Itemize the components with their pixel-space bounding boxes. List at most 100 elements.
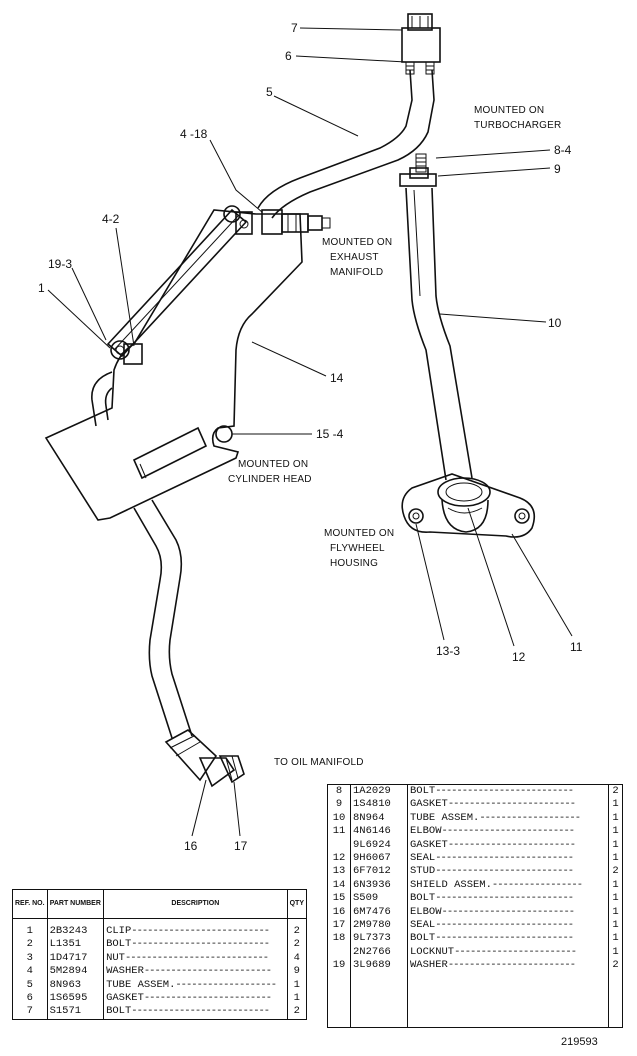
lower-tube bbox=[91, 371, 245, 788]
description-text: GASKET bbox=[410, 838, 448, 851]
note-exhaust-line2: EXHAUST bbox=[330, 252, 379, 263]
description-cell: ELBOW------------------------- bbox=[407, 825, 609, 839]
ref-cell: 12 bbox=[327, 852, 351, 866]
description-cell: GASKET------------------------ bbox=[407, 798, 609, 812]
part-number-cell: 9L7373 bbox=[350, 932, 408, 946]
description-text: WASHER bbox=[410, 959, 448, 972]
qty-cell: 2 bbox=[293, 925, 300, 937]
qty-cell: 1 bbox=[293, 992, 300, 1005]
ref-cell: 11 bbox=[327, 825, 351, 839]
callout-12: 12 bbox=[512, 650, 526, 664]
callouts: 7 6 5 4 -18 4-2 19-3 1 14 15 -4 8-4 9 10… bbox=[38, 21, 583, 853]
description-cell: TUBE ASSEM.------------------- bbox=[407, 811, 609, 826]
description-cell: BOLT-------------------------- bbox=[407, 784, 609, 799]
note-flywheel-line2: FLYWHEEL bbox=[330, 543, 385, 554]
description-text: SEAL bbox=[410, 852, 436, 865]
description-text: TUBE ASSEM. bbox=[410, 811, 480, 824]
note-exhaust-line3: MANIFOLD bbox=[330, 267, 383, 278]
description-text: SEAL bbox=[410, 919, 436, 932]
table-filler bbox=[327, 972, 623, 1028]
ref-cell: 18 bbox=[327, 932, 351, 946]
callout-7: 7 bbox=[291, 21, 298, 35]
description-cell: BOLT-------------------------- bbox=[103, 1005, 288, 1020]
note-oil-manifold: TO OIL MANIFOLD bbox=[274, 757, 364, 768]
description-text: ELBOW bbox=[410, 905, 442, 918]
clip-strap bbox=[106, 205, 253, 365]
description-text: GASKET bbox=[410, 798, 448, 811]
qty-cell: 1 bbox=[612, 932, 619, 945]
qty-cell: 4 bbox=[293, 951, 300, 964]
callout-9: 9 bbox=[554, 162, 561, 176]
description-cell: NUT--------------------------- bbox=[103, 951, 288, 966]
description-cell: TUBE ASSEM.------------------- bbox=[103, 978, 288, 993]
description-cell: CLIP-------------------------- bbox=[103, 918, 288, 939]
part-number-cell: 9L6924 bbox=[350, 838, 408, 853]
qty-cell: 1 bbox=[612, 878, 619, 891]
callout-13-3: 13-3 bbox=[436, 644, 460, 658]
note-turbo-line1: MOUNTED ON bbox=[474, 105, 544, 116]
header-part-number: PART NUMBER bbox=[47, 889, 105, 919]
note-cylinder-line2: CYLINDER HEAD bbox=[228, 474, 312, 485]
part-number-cell: S509 bbox=[350, 892, 408, 906]
callout-4-2: 4-2 bbox=[102, 212, 120, 226]
description-cell: ELBOW------------------------- bbox=[407, 905, 609, 920]
part-number-cell: 6M7476 bbox=[350, 905, 408, 920]
qty-cell: 9 bbox=[293, 965, 300, 978]
ref-cell: 3 bbox=[12, 951, 48, 966]
part-number-cell: 6N3936 bbox=[350, 878, 408, 893]
part-number-cell: 9H6067 bbox=[350, 852, 408, 866]
description-cell: STUD-------------------------- bbox=[407, 865, 609, 879]
ref-cell: 17 bbox=[327, 919, 351, 933]
qty-cell: 1 bbox=[612, 798, 619, 811]
description-text: BOLT bbox=[410, 785, 436, 797]
part-number-cell: 6F7012 bbox=[350, 865, 408, 879]
callout-8-4: 8-4 bbox=[554, 143, 572, 157]
ref-cell: 19 bbox=[327, 959, 351, 973]
description-text: SHIELD ASSEM. bbox=[410, 878, 492, 891]
description-text: NUT bbox=[106, 951, 125, 964]
description-text: LOCKNUT bbox=[410, 945, 455, 958]
qty-cell: 1 bbox=[612, 825, 619, 838]
description-text: BOLT bbox=[106, 1005, 132, 1018]
description-cell: SEAL-------------------------- bbox=[407, 919, 609, 933]
description-cell: GASKET------------------------ bbox=[103, 992, 288, 1006]
description-cell: GASKET------------------------ bbox=[407, 838, 609, 853]
note-cylinder-line1: MOUNTED ON bbox=[238, 459, 308, 470]
description-text: WASHER bbox=[106, 965, 144, 978]
exhaust-fitting bbox=[261, 209, 331, 235]
header-description: DESCRIPTION bbox=[103, 889, 288, 919]
drawing-number: 219593 bbox=[561, 1036, 598, 1048]
description-text: TUBE ASSEM. bbox=[106, 978, 176, 991]
description-text: BOLT bbox=[410, 932, 436, 945]
part-number-cell: 1A2029 bbox=[350, 784, 408, 799]
part-number-cell: 5M2894 bbox=[47, 965, 105, 979]
callout-4-18: 4 -18 bbox=[180, 127, 208, 141]
description-text: GASKET bbox=[106, 992, 144, 1005]
header-qty: QTY bbox=[287, 889, 307, 919]
ref-cell: 16 bbox=[327, 905, 351, 920]
qty-cell: 1 bbox=[612, 919, 619, 932]
note-flywheel-line1: MOUNTED ON bbox=[324, 528, 394, 539]
part-number-cell: 8N963 bbox=[47, 978, 105, 993]
description-cell: SHIELD ASSEM.----------------- bbox=[407, 878, 609, 893]
callout-5: 5 bbox=[266, 85, 273, 99]
description-text: STUD bbox=[410, 865, 436, 878]
leader-lines bbox=[47, 27, 573, 837]
mounting-notes: MOUNTED ON TURBOCHARGER MOUNTED ON EXHAU… bbox=[228, 105, 561, 768]
description-text: CLIP bbox=[106, 925, 132, 937]
qty-cell: 2 bbox=[612, 959, 619, 972]
